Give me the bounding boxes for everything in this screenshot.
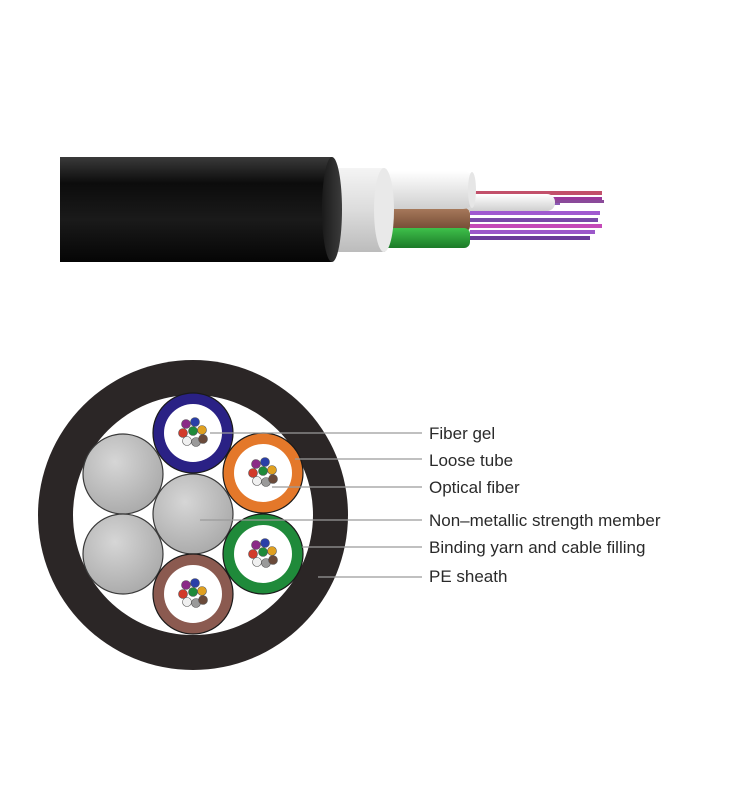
- optical-fiber-dot: [178, 589, 188, 599]
- label-fiber-gel: Fiber gel: [429, 424, 496, 443]
- optical-fiber-dot: [258, 466, 268, 476]
- optical-fiber-dot: [252, 557, 262, 567]
- outer-jacket-side: [60, 157, 332, 262]
- optical-fiber-dot: [252, 476, 262, 486]
- central-strength-member: [152, 473, 234, 555]
- optical-fiber-dot: [260, 457, 270, 467]
- optical-fiber-dot: [267, 465, 277, 475]
- optical-fiber-dot: [181, 419, 191, 429]
- label-strength-member: Non–metallic strength member: [429, 511, 661, 530]
- optical-fiber-dot: [188, 426, 198, 436]
- optical-fiber-dot: [251, 540, 261, 550]
- optical-fibers: [178, 417, 278, 608]
- optical-fiber-dot: [251, 459, 261, 469]
- label-loose-tube: Loose tube: [429, 451, 514, 470]
- label-optical-fiber: Optical fiber: [429, 478, 520, 497]
- optical-fiber-dot: [198, 434, 208, 444]
- optical-fiber-dot: [197, 425, 207, 435]
- optical-fiber-dot: [178, 428, 188, 438]
- optical-fiber-dot: [258, 547, 268, 557]
- optical-fiber-dot: [260, 538, 270, 548]
- optical-fiber-dot: [190, 417, 200, 427]
- green-tube-side: [370, 228, 470, 248]
- fiber-bundle: [178, 417, 208, 447]
- optical-fiber-dot: [267, 546, 277, 556]
- cable-cross-section: [38, 360, 348, 670]
- strength-rod-side: [460, 194, 555, 211]
- filler-rod-bottom: [82, 513, 164, 595]
- leader-lines: [200, 432, 422, 578]
- label-pe-sheath: PE sheath: [429, 567, 508, 586]
- optical-fiber-dot: [268, 555, 278, 565]
- fiber-bundle: [178, 578, 208, 608]
- fiber-bundle: [248, 538, 278, 568]
- fiber-bundle: [248, 457, 278, 487]
- white-tube-side: [380, 171, 475, 209]
- optical-fiber-dot: [182, 436, 192, 446]
- optical-fiber-dot: [188, 587, 198, 597]
- optical-fiber-dot: [198, 595, 208, 605]
- label-binding-yarn: Binding yarn and cable filling: [429, 538, 646, 557]
- optical-fiber-dot: [197, 586, 207, 596]
- brown-tube-side: [370, 208, 470, 232]
- optical-fiber-dot: [181, 580, 191, 590]
- optical-fiber-dot: [182, 597, 192, 607]
- optical-fiber-dot: [268, 474, 278, 484]
- optical-fiber-dot: [248, 549, 258, 559]
- cable-side-view: [60, 157, 604, 262]
- optical-fiber-dot: [190, 578, 200, 588]
- filler-rod-top: [82, 433, 164, 515]
- optical-fiber-dot: [248, 468, 258, 478]
